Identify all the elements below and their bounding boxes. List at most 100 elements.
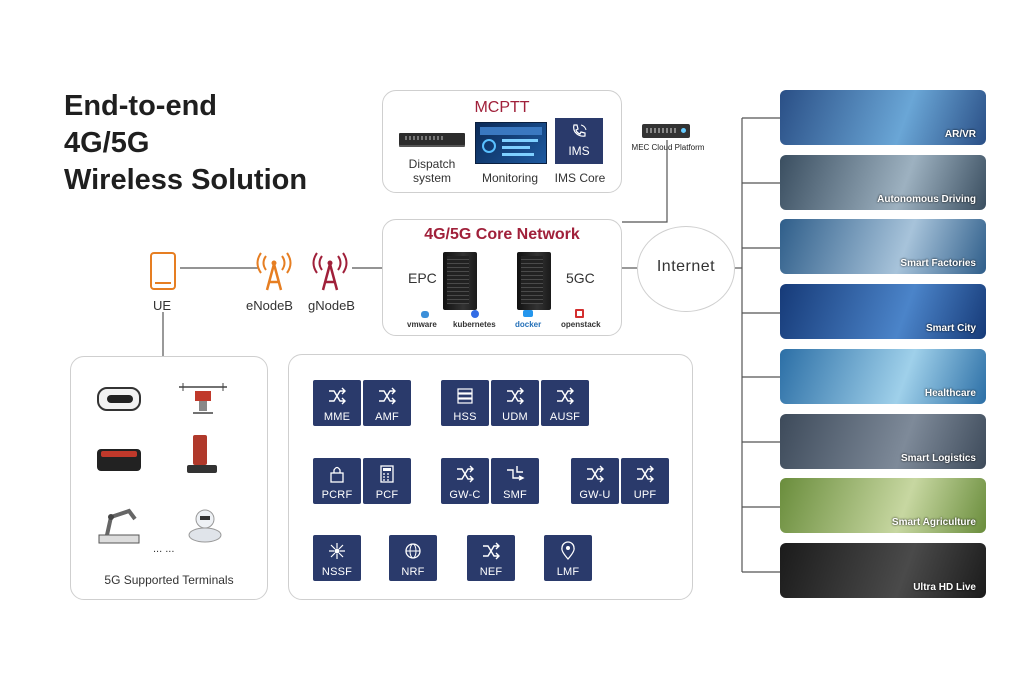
epc-server-rack-icon (443, 252, 477, 310)
service-robot-icon (188, 509, 222, 543)
shuffle-icon (379, 387, 396, 405)
app-tile-smart-agriculture: Smart Agriculture (780, 478, 986, 534)
shuffle-icon (329, 387, 346, 405)
nf-tile-smf: SMF (491, 458, 539, 504)
nf-label: MME (323, 411, 351, 423)
5gc-server-rack-icon (517, 252, 551, 310)
nf-tile-upf: UPF (621, 458, 669, 504)
monitoring-screen-icon (475, 122, 547, 164)
nf-label: GW-C (449, 489, 481, 501)
ims-tile-text: IMS (568, 144, 590, 158)
gnodeb-antenna-icon (312, 252, 348, 291)
agv-forklift-icon (187, 435, 219, 475)
shuffle-icon (637, 465, 654, 483)
nf-tile-nssf: NSSF (313, 535, 361, 581)
nf-label: NSSF (321, 566, 353, 578)
calculator-icon (380, 465, 394, 483)
5gc-label: 5GC (566, 270, 595, 286)
terminals-panel: ... ... 5G Supported Terminals (70, 356, 268, 600)
docker-logo: docker (515, 320, 542, 329)
mec-server-icon (642, 124, 690, 138)
robot-arm-icon (98, 508, 140, 544)
nf-label: SMF (503, 489, 527, 501)
openstack-logo: openstack (561, 320, 601, 329)
nf-tile-pcrf: PCRF (313, 458, 361, 504)
nf-label: LMF (556, 566, 580, 578)
nf-label: HSS (453, 411, 477, 423)
shuffle-icon (457, 465, 474, 483)
nf-tile-udm: UDM (491, 380, 539, 426)
nf-tile-lmf: LMF (544, 535, 592, 581)
mec-label: MEC Cloud Platform (631, 143, 705, 152)
nf-label: PCF (375, 489, 399, 501)
app-tile-smart-city: Smart City (780, 284, 986, 340)
lock-icon (330, 466, 344, 483)
switch-device-icon (399, 133, 465, 145)
kubernetes-icon (471, 310, 479, 318)
terminals-ellipsis: ... ... (153, 543, 175, 555)
gnodeb-label: gNodeB (308, 298, 355, 313)
robot-vacuum-icon (97, 449, 141, 471)
app-tile-label: Ultra HD Live (913, 581, 976, 593)
app-tile-smart-logistics: Smart Logistics (780, 413, 986, 469)
network-icon (329, 543, 345, 559)
core-network-panel: 4G/5G Core Network EPC 5GC vmware kubern… (382, 219, 622, 336)
app-tile-label: AR/VR (944, 129, 976, 140)
mcptt-title: MCPTT (474, 99, 530, 116)
kubernetes-logo: kubernetes (453, 320, 496, 329)
globe-icon (405, 543, 421, 559)
nf-label: AUSF (549, 411, 581, 423)
title-line-3: Wireless Solution (64, 164, 308, 196)
app-tile-label: Healthcare (924, 387, 976, 399)
vmware-icon (421, 311, 429, 318)
vr-headset-icon (97, 387, 141, 411)
app-tile-label: Autonomous Driving (877, 193, 976, 205)
mcptt-panel: MCPTT Dispatch system Monitoring IMS IMS… (382, 90, 622, 193)
pin-icon (561, 541, 575, 560)
terminals-caption: 5G Supported Terminals (104, 573, 234, 587)
nf-tile-hss: HSS (441, 380, 489, 426)
shuffle-icon (587, 465, 604, 483)
nf-label: UDM (502, 411, 528, 423)
nf-label: UPF (633, 489, 657, 501)
nf-tile-nef: NEF (467, 535, 515, 581)
nf-tile-gw-u: GW-U (571, 458, 619, 504)
shuffle-icon (507, 387, 524, 405)
app-tile-smart-factories: Smart Factories (780, 219, 986, 275)
nf-tile-amf: AMF (363, 380, 411, 426)
page-title: End-to-end 4G/5G Wireless Solution (64, 88, 307, 199)
title-line-2: 4G/5G (64, 127, 150, 159)
nf-label: GW-U (579, 489, 611, 501)
ue-label: UE (153, 298, 172, 313)
docker-icon (523, 310, 533, 317)
dispatch-label-2: system (412, 171, 451, 185)
shuffle-icon (557, 387, 574, 405)
app-tile-ar-vr: AR/VR (780, 90, 986, 145)
app-tile-label: Smart City (925, 323, 976, 335)
enodeb-antenna-icon (256, 252, 292, 291)
flow-icon (507, 466, 525, 481)
phone-icon (150, 252, 176, 290)
nf-tile-ausf: AUSF (541, 380, 589, 426)
nf-label: NEF (479, 566, 503, 578)
app-tile-ultra-hd-live: Ultra HD Live (780, 542, 986, 598)
title-line-1: End-to-end (64, 90, 218, 122)
core-network-title: 4G/5G Core Network (424, 226, 580, 243)
epc-label: EPC (408, 270, 437, 286)
nf-label: PCRF (321, 489, 353, 501)
nf-label: NRF (401, 566, 425, 578)
nf-label: AMF (375, 411, 399, 423)
drone-icon (179, 383, 227, 414)
list-icon (457, 388, 473, 404)
shuffle-icon (483, 542, 500, 560)
app-tile-autonomous-driving: Autonomous Driving (780, 154, 986, 210)
nf-tile-nrf: NRF (389, 535, 437, 581)
nf-tile-mme: MME (313, 380, 361, 426)
app-tile-label: Smart Logistics (900, 452, 976, 464)
internet-label: Internet (656, 258, 716, 275)
dispatch-label-1: Dispatch (408, 157, 456, 171)
nf-tile-pcf: PCF (363, 458, 411, 504)
ims-phone-icon: IMS (555, 118, 603, 164)
openstack-icon (575, 309, 584, 318)
